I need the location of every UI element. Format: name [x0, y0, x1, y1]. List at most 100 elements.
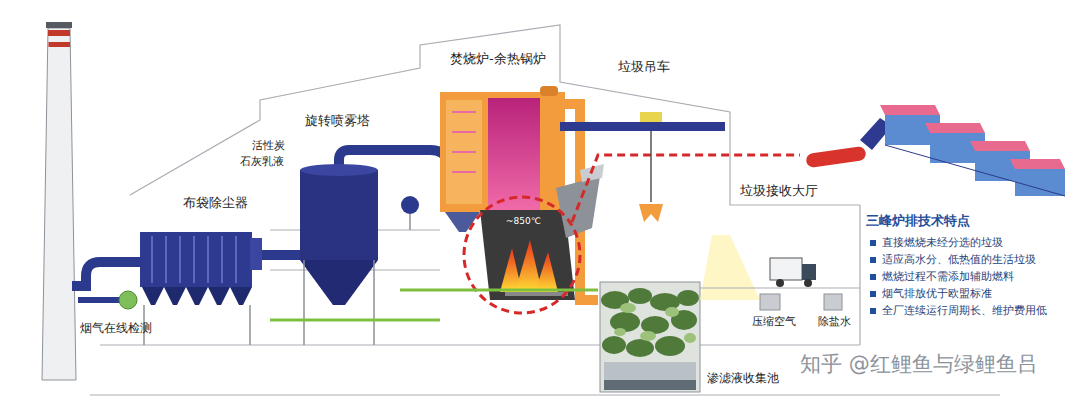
chimney [46, 22, 72, 28]
equipment-label: 渗滤液收集池 [704, 371, 782, 387]
spray-tower [373, 260, 375, 345]
furnace [480, 210, 575, 300]
bullet-marker [870, 257, 876, 263]
watermark: 知乎 @红鲤鱼与绿鲤鱼吕 [800, 352, 1038, 376]
bag-filter [208, 287, 230, 305]
chimney [42, 28, 76, 380]
chimney [49, 42, 71, 47]
waste-heat-boiler [440, 92, 565, 212]
pump [401, 196, 419, 214]
grate-detail [805, 146, 866, 168]
bag-filter [164, 287, 186, 305]
waste-heat-boiler [452, 131, 476, 133]
highlight-circle [464, 197, 580, 313]
bag-filter [250, 238, 262, 270]
waste-pit [620, 303, 636, 313]
furnace [535, 252, 558, 292]
building-outline [859, 205, 860, 345]
bag-filter [207, 236, 209, 283]
pump [409, 214, 411, 230]
furnace [505, 292, 568, 296]
grate-detail [805, 105, 1065, 196]
equipment-label: 布袋除尘器 [183, 196, 248, 211]
waste-crane [640, 112, 662, 122]
spray-tower [304, 260, 374, 345]
utility-label: 除盐水 [818, 316, 851, 329]
waste-heat-boiler [452, 111, 476, 113]
reception-hall [804, 279, 812, 287]
bag-filter [140, 232, 262, 345]
building-outline [100, 344, 600, 345]
chimney [48, 30, 70, 36]
waste-crane [560, 122, 725, 131]
building-outline [700, 344, 860, 345]
bullet-marker [870, 240, 876, 246]
bag-filter [179, 236, 181, 283]
reception-hall [700, 235, 860, 310]
spray-tower [300, 164, 378, 176]
waste-pit [602, 336, 626, 354]
reagent-label: 石灰乳液 [240, 156, 284, 169]
grate-detail [885, 145, 1065, 196]
equipment-label: 垃圾吊车 [618, 60, 670, 75]
waste-heat-boiler [540, 86, 558, 96]
reception-hall [824, 294, 842, 310]
green-pipe [270, 319, 440, 322]
induced-draft-fan [78, 291, 137, 309]
feature-item: 燃烧过程不需添加辅助燃料 [882, 270, 1014, 282]
waste-pit [655, 336, 685, 356]
bullet-marker [870, 291, 876, 297]
grate-detail [925, 123, 985, 133]
bullet-marker [870, 240, 876, 314]
grate-detail [1010, 159, 1065, 169]
induced-draft-fan [119, 291, 137, 309]
feature-heading: 三峰炉排技术特点 [866, 214, 970, 229]
spray-tower [300, 164, 378, 345]
waste-crane [560, 112, 725, 222]
waste-pit [600, 282, 700, 392]
waste-pit [614, 328, 626, 336]
chimney [42, 22, 76, 380]
bullet-marker [870, 274, 876, 280]
bag-filter [235, 236, 237, 283]
equipment-label: 焚烧炉-余热锅炉 [450, 52, 546, 67]
grate-detail [885, 145, 1065, 196]
waste-pit [614, 303, 696, 343]
waste-pit [677, 290, 699, 306]
waste-heat-boiler [452, 151, 476, 153]
reception-hall [802, 264, 816, 280]
waste-pit [641, 316, 669, 334]
grate-detail [1015, 169, 1065, 196]
reception-hall [776, 279, 784, 287]
waste-pit [610, 312, 640, 332]
waste-pit [626, 339, 654, 357]
area-label: 垃圾接收大厅 [740, 184, 818, 199]
waste-crane [639, 204, 663, 222]
waste-pit [684, 333, 696, 343]
reception-hall [700, 288, 860, 289]
waste-pit [601, 288, 699, 357]
waste-pit [665, 307, 679, 317]
bag-filter [142, 287, 252, 305]
building-outline [90, 25, 1000, 395]
green-pipe [270, 290, 598, 320]
spray-tower [303, 260, 305, 345]
green-pipe [400, 289, 598, 292]
waste-heat-boiler [452, 112, 476, 172]
waste-crane [650, 131, 652, 202]
bag-filter [152, 236, 236, 283]
equipment-label: 旋转喷雾塔 [305, 114, 370, 129]
feature-item: 烟气排放优于欧盟标准 [882, 287, 992, 299]
waste-heat-boiler [488, 98, 540, 210]
reception-hall [770, 258, 802, 280]
flue-duct [72, 262, 140, 286]
waste-pit [640, 331, 656, 341]
reception-hall [760, 294, 780, 310]
flue-duct [72, 150, 456, 286]
bag-filter [249, 305, 251, 345]
grate-detail [880, 105, 940, 115]
bag-filter [140, 232, 252, 287]
bag-filter [230, 287, 252, 305]
bullet-marker [870, 308, 876, 314]
